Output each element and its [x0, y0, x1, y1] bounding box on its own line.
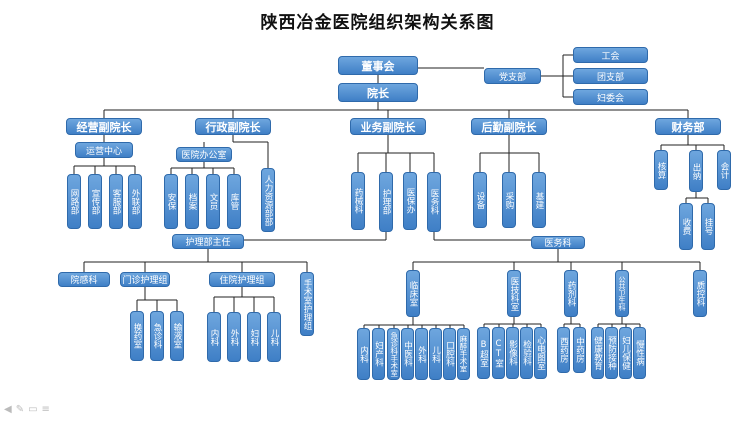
node-c-gyn: 妇产科 [372, 328, 385, 380]
node-accounting: 会计 [717, 150, 731, 190]
node-women: 妇委会 [573, 89, 648, 105]
node-charge: 收费 [679, 203, 693, 250]
node-dressing: 换药室 [130, 311, 144, 361]
node-chronic: 慢性病 [633, 327, 646, 379]
node-vp-admin: 行政副院长 [195, 118, 271, 135]
node-infusion: 输液室 [170, 311, 184, 361]
node-equipment: 设备 [473, 172, 487, 228]
node-emergency: 急诊科 [150, 311, 164, 361]
node-vp-ops: 经营副院长 [66, 118, 142, 135]
node-customer: 客服部 [109, 174, 123, 229]
node-lab: 检验科 [520, 327, 533, 379]
node-office: 医院办公室 [176, 147, 232, 162]
node-c-er-surgery: 急诊科手术室 [387, 328, 400, 380]
node-med-affairs: 医务科 [427, 172, 441, 232]
node-insurance: 医保办 [403, 172, 417, 230]
node-party: 党支部 [484, 68, 541, 84]
node-archive: 档案 [185, 174, 199, 229]
node-ct: CT室 [492, 327, 505, 379]
node-league: 团支部 [573, 68, 648, 84]
slides-icon[interactable]: ▭ [28, 404, 42, 415]
node-ecg: 心电图室 [534, 327, 547, 379]
node-inpatient-nursing: 住院护理组 [209, 272, 275, 287]
node-network: 网路部 [67, 174, 81, 229]
node-clerk: 文员 [206, 174, 220, 229]
node-western-pharm: 西药房 [557, 327, 570, 373]
node-c-peds: 儿科 [429, 328, 442, 380]
node-public-health: 公共卫生科 [615, 270, 629, 317]
arrow-left-icon[interactable]: ◀ [4, 404, 16, 415]
node-hr: 人力资源部部 [261, 168, 275, 232]
node-vp-logi: 后勤副院长 [471, 118, 547, 135]
node-union: 工会 [573, 47, 648, 63]
node-maternal: 妇儿保健 [619, 327, 632, 379]
node-nursing: 护理部 [379, 172, 393, 232]
node-c-surgery: 外科 [415, 328, 428, 380]
node-c-tcm: 中医科 [401, 328, 414, 380]
node-external: 外联部 [128, 174, 142, 229]
node-chinese-pharm: 中药房 [573, 327, 586, 373]
node-board: 董事会 [338, 56, 418, 75]
node-vp-biz: 业务副院长 [350, 118, 426, 135]
node-nursing-head: 护理部主任 [172, 234, 244, 249]
node-pharmacy: 药剂科 [564, 270, 578, 317]
node-clinical: 临床室 [406, 270, 420, 317]
node-president: 院长 [338, 83, 418, 102]
node-vaccination: 预防接种 [605, 327, 618, 379]
node-c-anesth: 麻醉手术室 [457, 328, 470, 380]
node-security: 安保 [164, 174, 178, 229]
node-register: 挂号 [701, 203, 715, 250]
node-qc: 质控科 [693, 270, 707, 317]
node-health-edu: 健康教育 [591, 327, 604, 379]
node-audit: 核算 [654, 150, 668, 190]
node-ops-center: 运营中心 [75, 142, 133, 158]
node-publicity: 宣传部 [88, 174, 102, 229]
node-warehouse: 库管 [227, 174, 241, 229]
node-in-peds: 儿科 [267, 312, 281, 362]
node-bultrasound: B超室 [477, 327, 490, 379]
node-purchase: 采购 [502, 172, 516, 228]
node-in-gyn: 妇科 [247, 312, 261, 362]
node-drug-equip: 药械科 [351, 172, 365, 230]
node-imaging: 影像科 [506, 327, 519, 379]
slide-toolbar[interactable]: ◀✎▭≡ [4, 404, 54, 415]
node-in-surgery: 外科 [227, 312, 241, 362]
menu-icon[interactable]: ≡ [41, 404, 54, 415]
node-or-nursing: 手术室护理组 [300, 272, 314, 336]
node-construction: 基建 [532, 172, 546, 228]
node-outpatient-nursing: 门诊护理组 [120, 272, 170, 287]
node-in-internal: 内科 [207, 312, 221, 362]
node-cashier: 出纳 [689, 150, 703, 192]
node-finance: 财务部 [655, 118, 721, 135]
pen-icon[interactable]: ✎ [15, 404, 29, 415]
node-c-internal: 内科 [357, 328, 370, 380]
diagram-title: 陕西冶金医院组织架构关系图 [260, 13, 495, 33]
node-infection: 院感科 [58, 272, 110, 287]
node-medtech: 医技科室 [507, 270, 521, 317]
node-med-dept: 医务科 [531, 236, 585, 249]
node-c-dental: 口腔科 [443, 328, 456, 380]
